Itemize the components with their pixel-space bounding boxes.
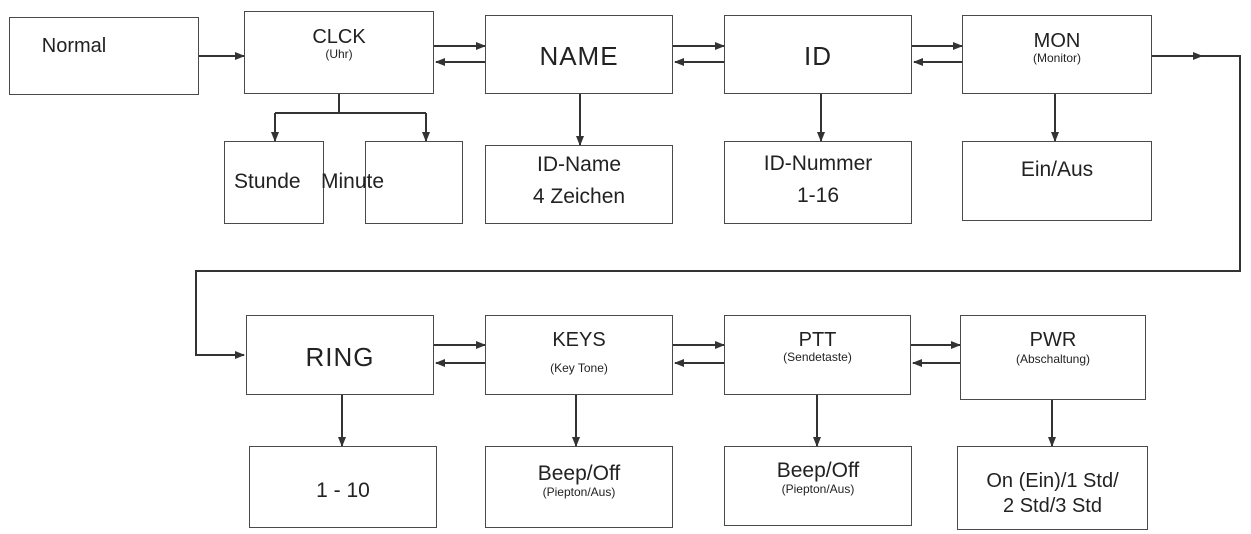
- box-id-nummer: ID-Nummer 1-16: [724, 141, 912, 224]
- box-ptt-beep: Beep/Off (Piepton/Aus): [724, 446, 912, 526]
- label-stunde: Stunde: [234, 170, 301, 193]
- ein-aus-label: Ein/Aus: [1020, 158, 1094, 181]
- id-name-line1: ID-Name: [536, 153, 621, 176]
- box-pwr-sublabel: (Abschaltung): [1015, 352, 1091, 366]
- box-ptt: PTT (Sendetaste): [724, 315, 911, 395]
- keys-beep-sublabel: (Piepton/Aus): [542, 485, 616, 499]
- pwr-options-line1: On (Ein)/1 Std/: [986, 470, 1119, 492]
- id-name-line2: 4 Zeichen: [532, 185, 626, 208]
- wrap-line-row1-to-row2: [195, 55, 1241, 359]
- box-clck: CLCK (Uhr): [244, 11, 434, 94]
- box-ptt-sublabel: (Sendetaste): [783, 350, 852, 364]
- box-id-label: ID: [804, 41, 832, 71]
- box-keys-sublabel: (Key Tone): [550, 361, 608, 375]
- pwr-options-line2: 2 Std/3 Std: [1003, 495, 1102, 517]
- box-ring-label: RING: [305, 342, 375, 372]
- box-keys: KEYS (Key Tone): [485, 315, 673, 395]
- box-ring-range: 1 - 10: [249, 446, 437, 528]
- box-id-name: ID-Name 4 Zeichen: [485, 145, 673, 224]
- id-nummer-line1: ID-Nummer: [763, 152, 873, 175]
- box-clck-sublabel: (Uhr): [325, 47, 353, 61]
- box-id: ID: [724, 15, 912, 94]
- box-normal: Normal: [9, 17, 199, 95]
- box-name-label: NAME: [539, 41, 619, 71]
- arrow-clck-to-stunde: [275, 112, 426, 141]
- box-pwr: PWR (Abschaltung): [960, 315, 1146, 400]
- box-mon-sublabel: (Monitor): [1032, 51, 1081, 65]
- box-normal-label: Normal: [41, 35, 107, 57]
- ptt-beep-label: Beep/Off: [776, 459, 860, 482]
- box-mon-label: MON: [1033, 30, 1081, 52]
- box-ptt-label: PTT: [798, 329, 837, 351]
- box-pwr-options: On (Ein)/1 Std/ 2 Std/3 Std: [957, 446, 1148, 530]
- box-ein-aus: Ein/Aus: [962, 141, 1152, 221]
- box-ring: RING: [246, 315, 434, 395]
- box-pwr-label: PWR: [1029, 329, 1077, 351]
- ptt-beep-sublabel: (Piepton/Aus): [781, 482, 855, 496]
- box-clck-label: CLCK: [312, 26, 366, 48]
- box-minute: [365, 141, 463, 224]
- id-nummer-line2: 1-16: [796, 184, 840, 207]
- ring-range-label: 1 - 10: [316, 479, 370, 502]
- box-keys-beep: Beep/Off (Piepton/Aus): [485, 446, 673, 528]
- box-name: NAME: [485, 15, 673, 94]
- box-keys-label: KEYS: [552, 329, 606, 351]
- box-mon: MON (Monitor): [962, 15, 1152, 94]
- label-minute: Minute: [321, 170, 385, 193]
- box-stunde: [224, 141, 324, 224]
- keys-beep-label: Beep/Off: [537, 462, 621, 485]
